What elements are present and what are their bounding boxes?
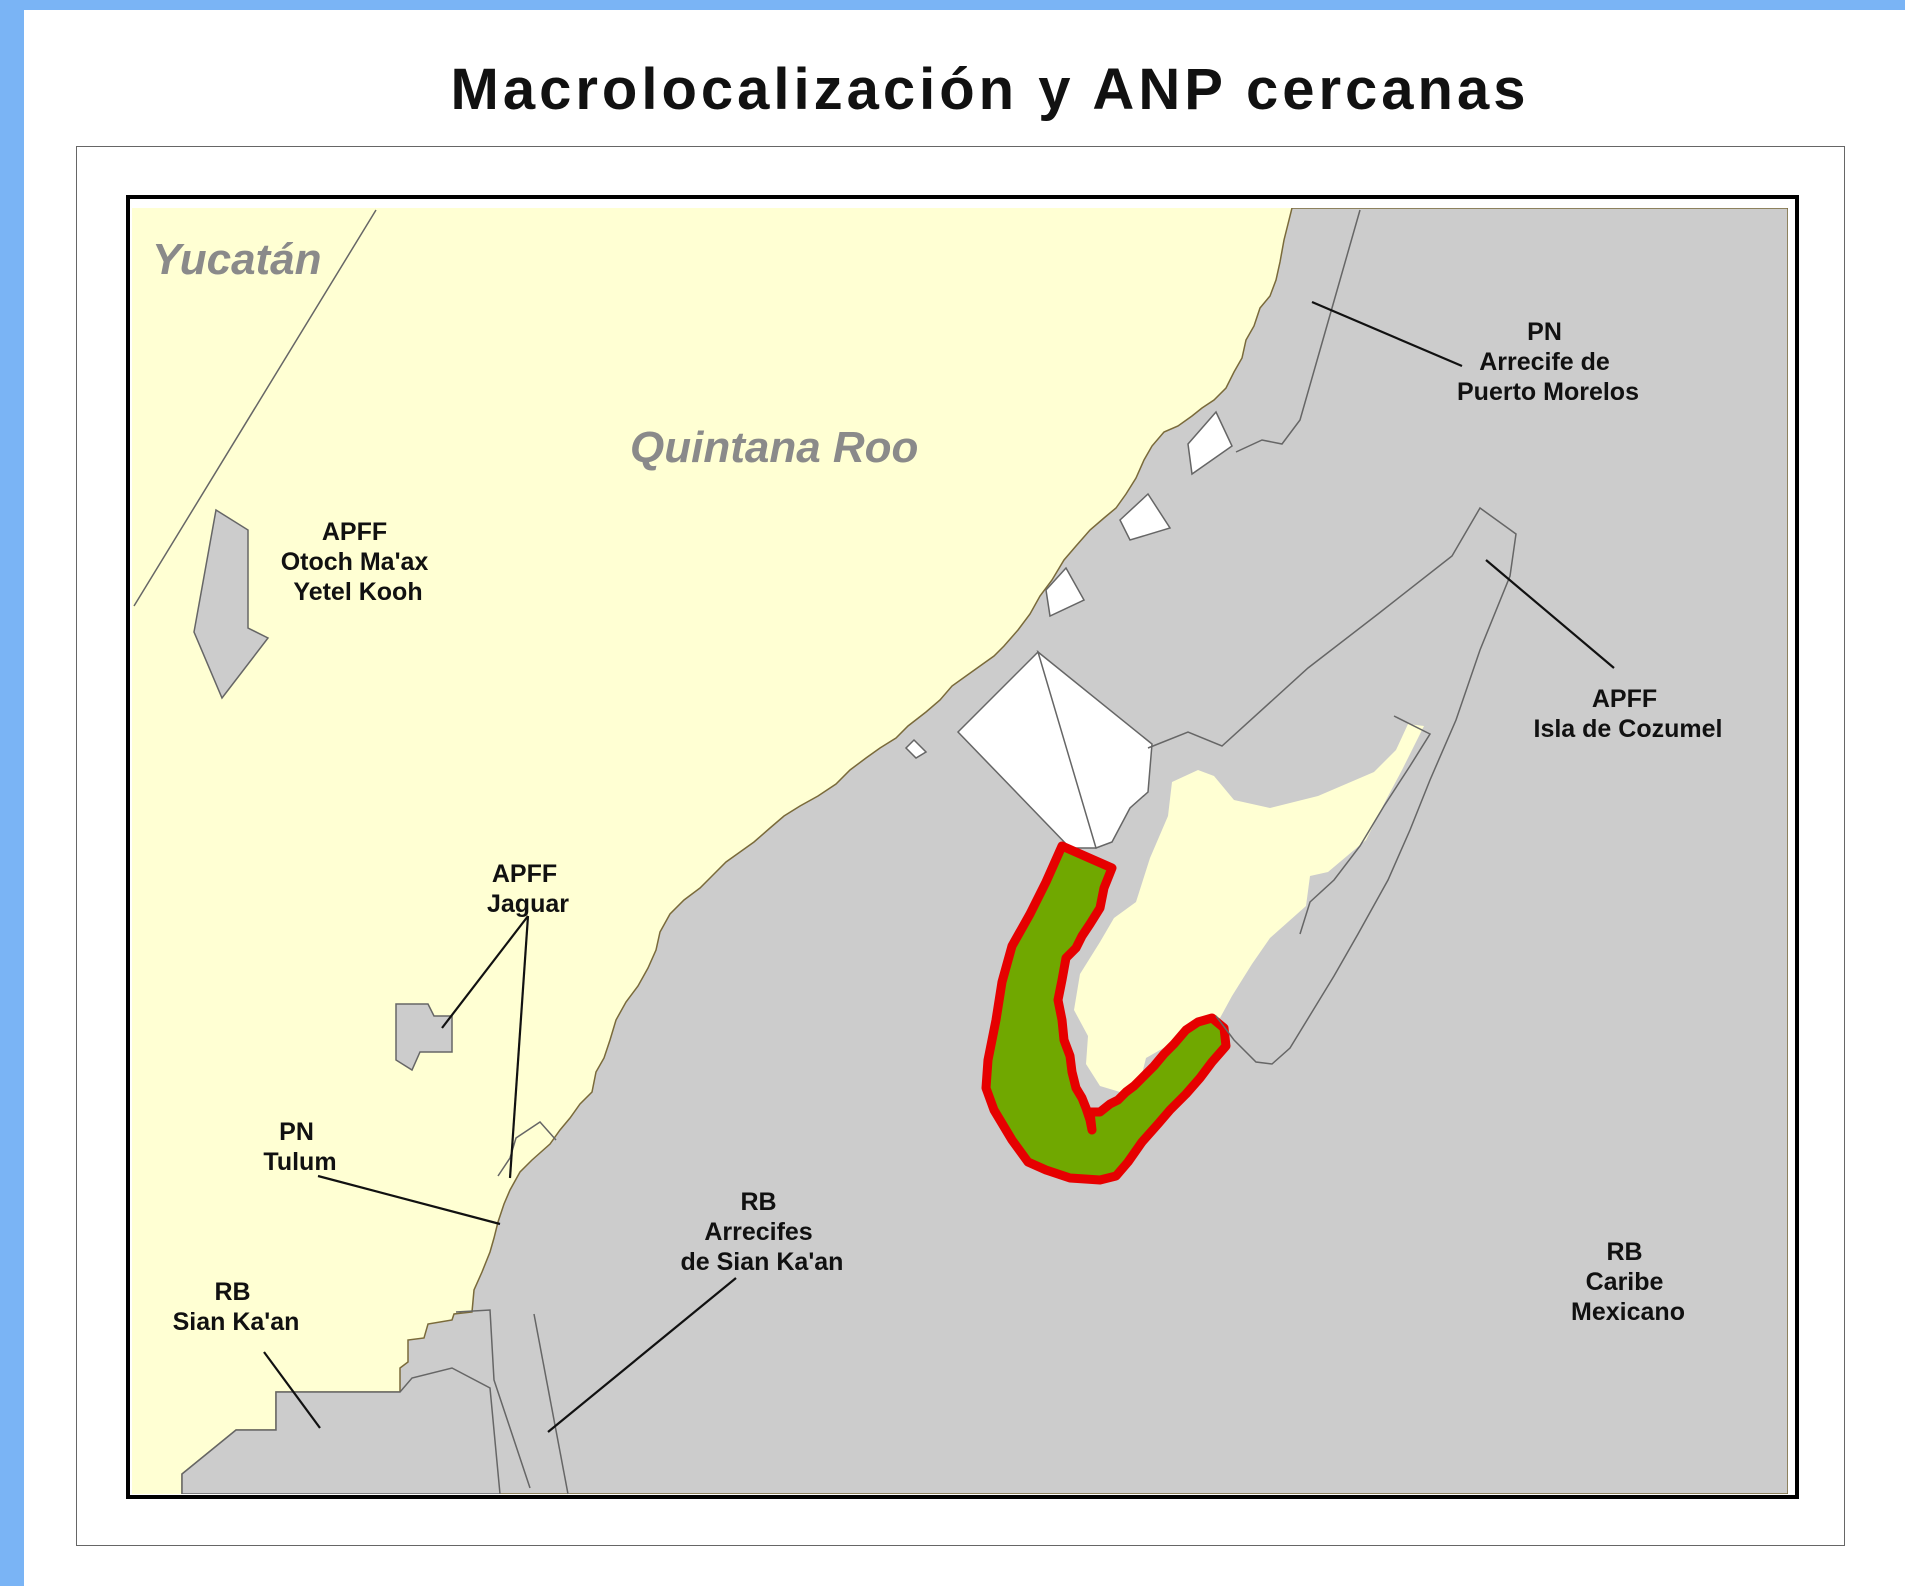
label-pn-tulum: PN Tulum bbox=[263, 1118, 336, 1176]
cozumel-island bbox=[1074, 724, 1424, 1092]
protected-marine-area bbox=[181, 208, 1788, 1494]
project-polygon bbox=[981, 841, 1231, 1185]
map-content bbox=[132, 208, 1788, 1494]
frame-top-bar bbox=[0, 0, 1905, 10]
label-pn-puerto-morelos: PN Arrecife de Puerto Morelos bbox=[1457, 318, 1639, 406]
leader-apff-cozumel bbox=[1485, 559, 1615, 669]
apff-jaguar-polygon bbox=[395, 1003, 453, 1072]
leader-rb-sian-kaan bbox=[263, 1351, 321, 1429]
label-apff-jaguar: APFF Jaguar bbox=[487, 860, 569, 918]
frame-left-bar bbox=[0, 0, 24, 1586]
label-rb-sian-kaan: RB Sian Ka'an bbox=[173, 1278, 300, 1336]
coast-cutout bbox=[1187, 410, 1233, 476]
leader-pn-puerto-morelos bbox=[1311, 300, 1463, 368]
coast-cutout bbox=[1119, 492, 1172, 541]
pn-puerto-morelos-boundary bbox=[1235, 209, 1361, 453]
coast-cutout bbox=[904, 738, 928, 759]
coast-cutout bbox=[1045, 566, 1086, 618]
apff-otoch-polygon bbox=[193, 508, 270, 700]
leader-apff-jaguar-coast bbox=[508, 915, 530, 1179]
pn-tulum-boundary bbox=[497, 1121, 557, 1177]
rb-sian-kaan-boundary bbox=[455, 1309, 531, 1489]
label-yucatan: Yucatán bbox=[152, 235, 322, 284]
apff-cozumel-boundary bbox=[1147, 506, 1517, 1065]
map-border bbox=[126, 195, 1799, 1499]
rb-arrecifes-sian-kaan-boundary bbox=[533, 1313, 569, 1495]
label-apff-otoch: APFF Otoch Ma'ax Yetel Kooh bbox=[281, 518, 436, 606]
state-boundary-line bbox=[133, 209, 377, 607]
label-rb-caribe: RB Caribe Mexicano bbox=[1571, 1238, 1685, 1326]
label-rb-arrecifes-sian-kaan: RB Arrecifes de Sian Ka'an bbox=[681, 1188, 844, 1276]
page-title: Macrolocalización y ANP cercanas bbox=[450, 57, 1530, 122]
leader-pn-tulum bbox=[317, 1174, 501, 1226]
rb-sian-kaan-land-polygon bbox=[181, 1367, 501, 1494]
leader-apff-jaguar-polygon bbox=[441, 915, 529, 1029]
apff-cozumel-inner-boundary bbox=[1299, 715, 1432, 935]
leader-rb-arrecifes bbox=[547, 1277, 737, 1433]
boundary-lines bbox=[133, 209, 1517, 1495]
label-apff-cozumel: APFF Isla de Cozumel bbox=[1534, 685, 1723, 743]
label-quintana-roo: Quintana Roo bbox=[630, 423, 918, 472]
leader-lines bbox=[263, 300, 1615, 1433]
